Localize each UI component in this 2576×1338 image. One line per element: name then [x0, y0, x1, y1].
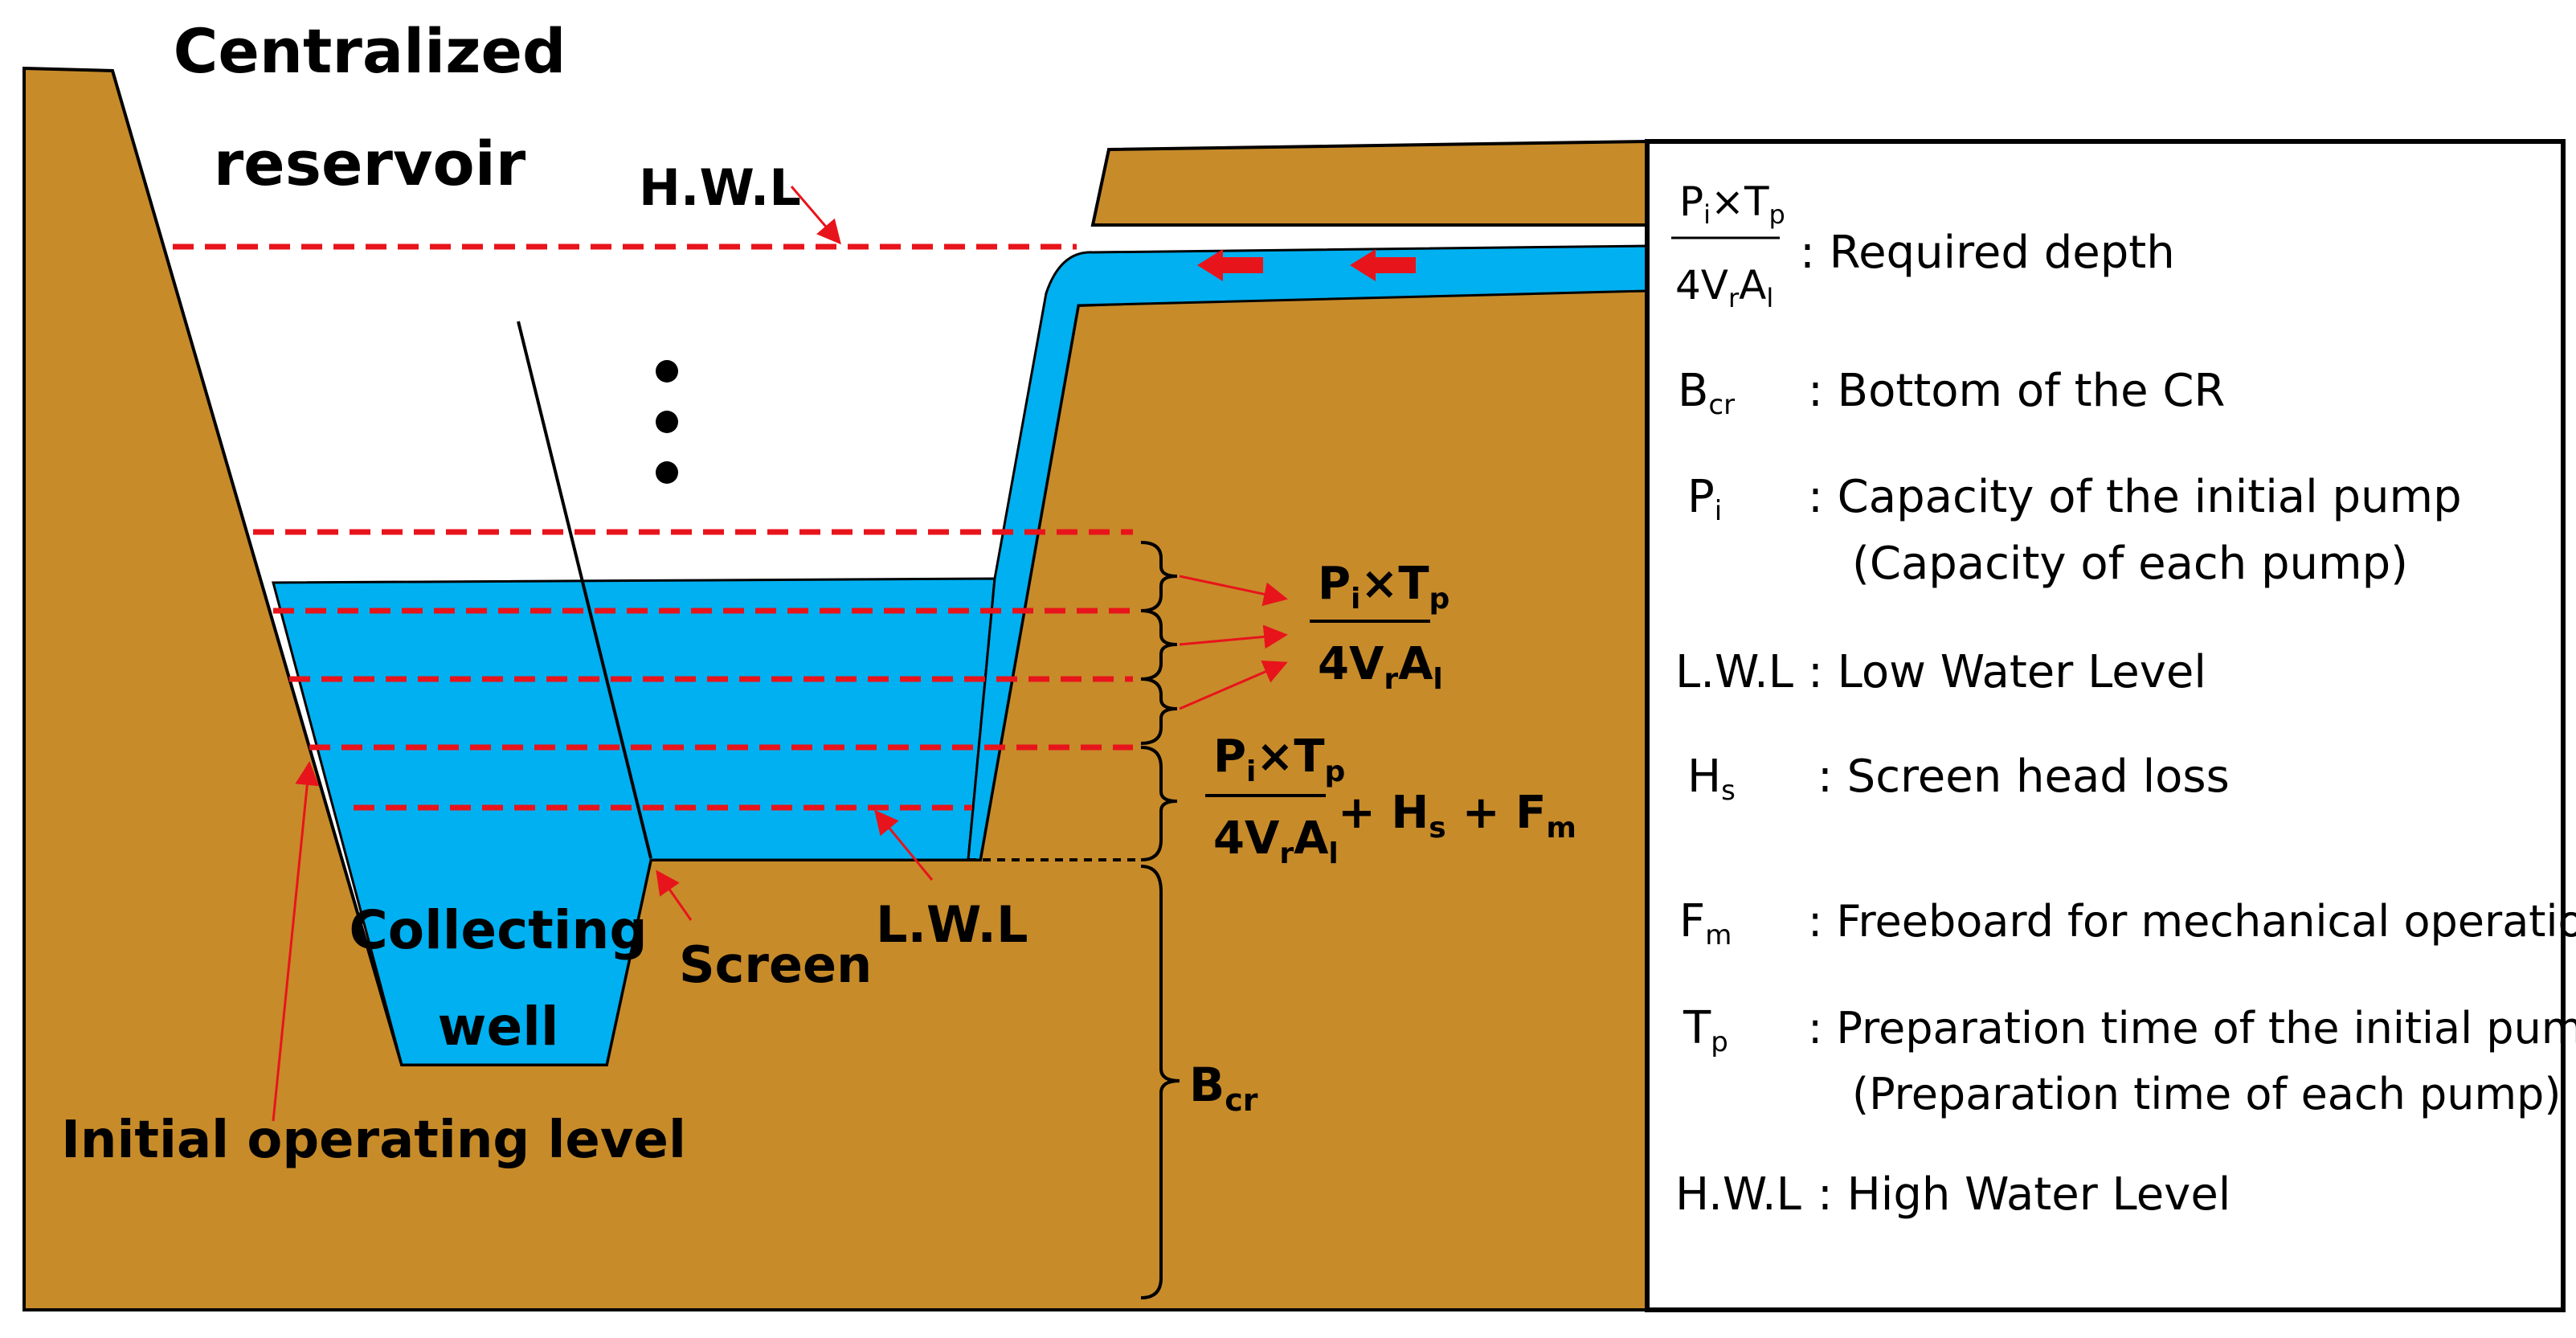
legend-box: [1645, 139, 2566, 1312]
flow-arrow-1: [1197, 249, 1263, 281]
flow-arrows: [1197, 249, 1416, 281]
formula2-numerator: Pi×Tp: [1213, 730, 1345, 788]
formula1-denominator: 4VrAl: [1318, 638, 1443, 696]
annotation-arrows: [272, 186, 1288, 1122]
legend-text-fm: : Freeboard for mechanical operation: [1808, 896, 2576, 947]
inlet-channel-water: [967, 244, 1649, 861]
legend-sym-pi: Pi: [1687, 471, 1722, 527]
title-line1: Centralized: [174, 15, 566, 87]
soil-slab: [1090, 139, 1649, 227]
initial-level-arrow: [272, 761, 320, 1122]
svg-text:4VrAl: 4VrAl: [1675, 262, 1773, 313]
hwl-arrow: [790, 186, 841, 245]
ellipsis-dots: [656, 360, 678, 484]
formula-arrow-3: [1179, 660, 1288, 710]
legend-sym-hwl: H.W.L: [1675, 1168, 1801, 1221]
brace-2: [1140, 609, 1178, 681]
hwl-label: H.W.L: [639, 158, 801, 217]
formula-arrow-1: [1179, 575, 1288, 607]
legend-text-tp: : Preparation time of the initial pump: [1808, 1003, 2576, 1054]
braces: [1140, 541, 1180, 1299]
brace-3: [1140, 677, 1178, 745]
legend-text-required: : Required depth: [1800, 227, 2175, 279]
formula-freeboard: Pi×Tp 4VrAl + Hs+ Fm: [1205, 730, 1576, 870]
legend-sym-tp: Tp: [1683, 1002, 1728, 1058]
brace-bcr: [1140, 865, 1180, 1299]
legend: Pi×Tp 4VrAl : Required depth Bcr : Botto…: [1671, 178, 2576, 1221]
formula2-extra: + Hs+ Fm: [1338, 787, 1576, 845]
legend-sym-lwl: L.W.L: [1675, 646, 1793, 698]
legend-sym-fm: Fm: [1679, 895, 1732, 951]
lwl-arrow: [874, 809, 934, 881]
lwl-label: L.W.L: [876, 895, 1028, 954]
brace-1: [1140, 541, 1178, 612]
legend-sym-bcr: Bcr: [1678, 365, 1735, 421]
water-level-lines: [173, 243, 1133, 811]
legend-text-bcr: : Bottom of the CR: [1808, 365, 2225, 417]
formula-required-depth: Pi×Tp 4VrAl: [1310, 558, 1450, 696]
collecting-well-line2: well: [438, 996, 559, 1058]
screen-line: [517, 321, 652, 859]
collecting-well-line1: Collecting: [349, 899, 647, 961]
formula1-numerator: Pi×Tp: [1318, 558, 1450, 616]
legend-text-pi-2: (Capacity of each pump): [1852, 538, 2408, 590]
legend-text-pi: : Capacity of the initial pump: [1808, 471, 2462, 523]
legend-text-hs: : Screen head loss: [1818, 751, 2230, 803]
formula-arrow-2: [1179, 624, 1288, 649]
legend-sym-hs: Hs: [1687, 751, 1736, 807]
flow-arrow-2: [1350, 249, 1416, 281]
initial-level-label: Initial operating level: [61, 1111, 686, 1170]
legend-text-lwl: : Low Water Level: [1808, 646, 2206, 698]
screen-label: Screen: [679, 935, 872, 994]
bcr-label: Bcr: [1189, 1058, 1258, 1118]
screen-arrow: [656, 869, 693, 921]
formula2-denominator: 4VrAl: [1213, 812, 1339, 870]
brace-4: [1140, 746, 1178, 861]
legend-text-tp-2: (Preparation time of each pump): [1852, 1069, 2561, 1119]
legend-formula: Pi×Tp 4VrAl : Required depth: [1671, 178, 2175, 313]
svg-text:Pi×Tp: Pi×Tp: [1679, 178, 1785, 230]
title-line2: reservoir: [214, 128, 526, 199]
legend-text-hwl: : High Water Level: [1818, 1168, 2230, 1221]
